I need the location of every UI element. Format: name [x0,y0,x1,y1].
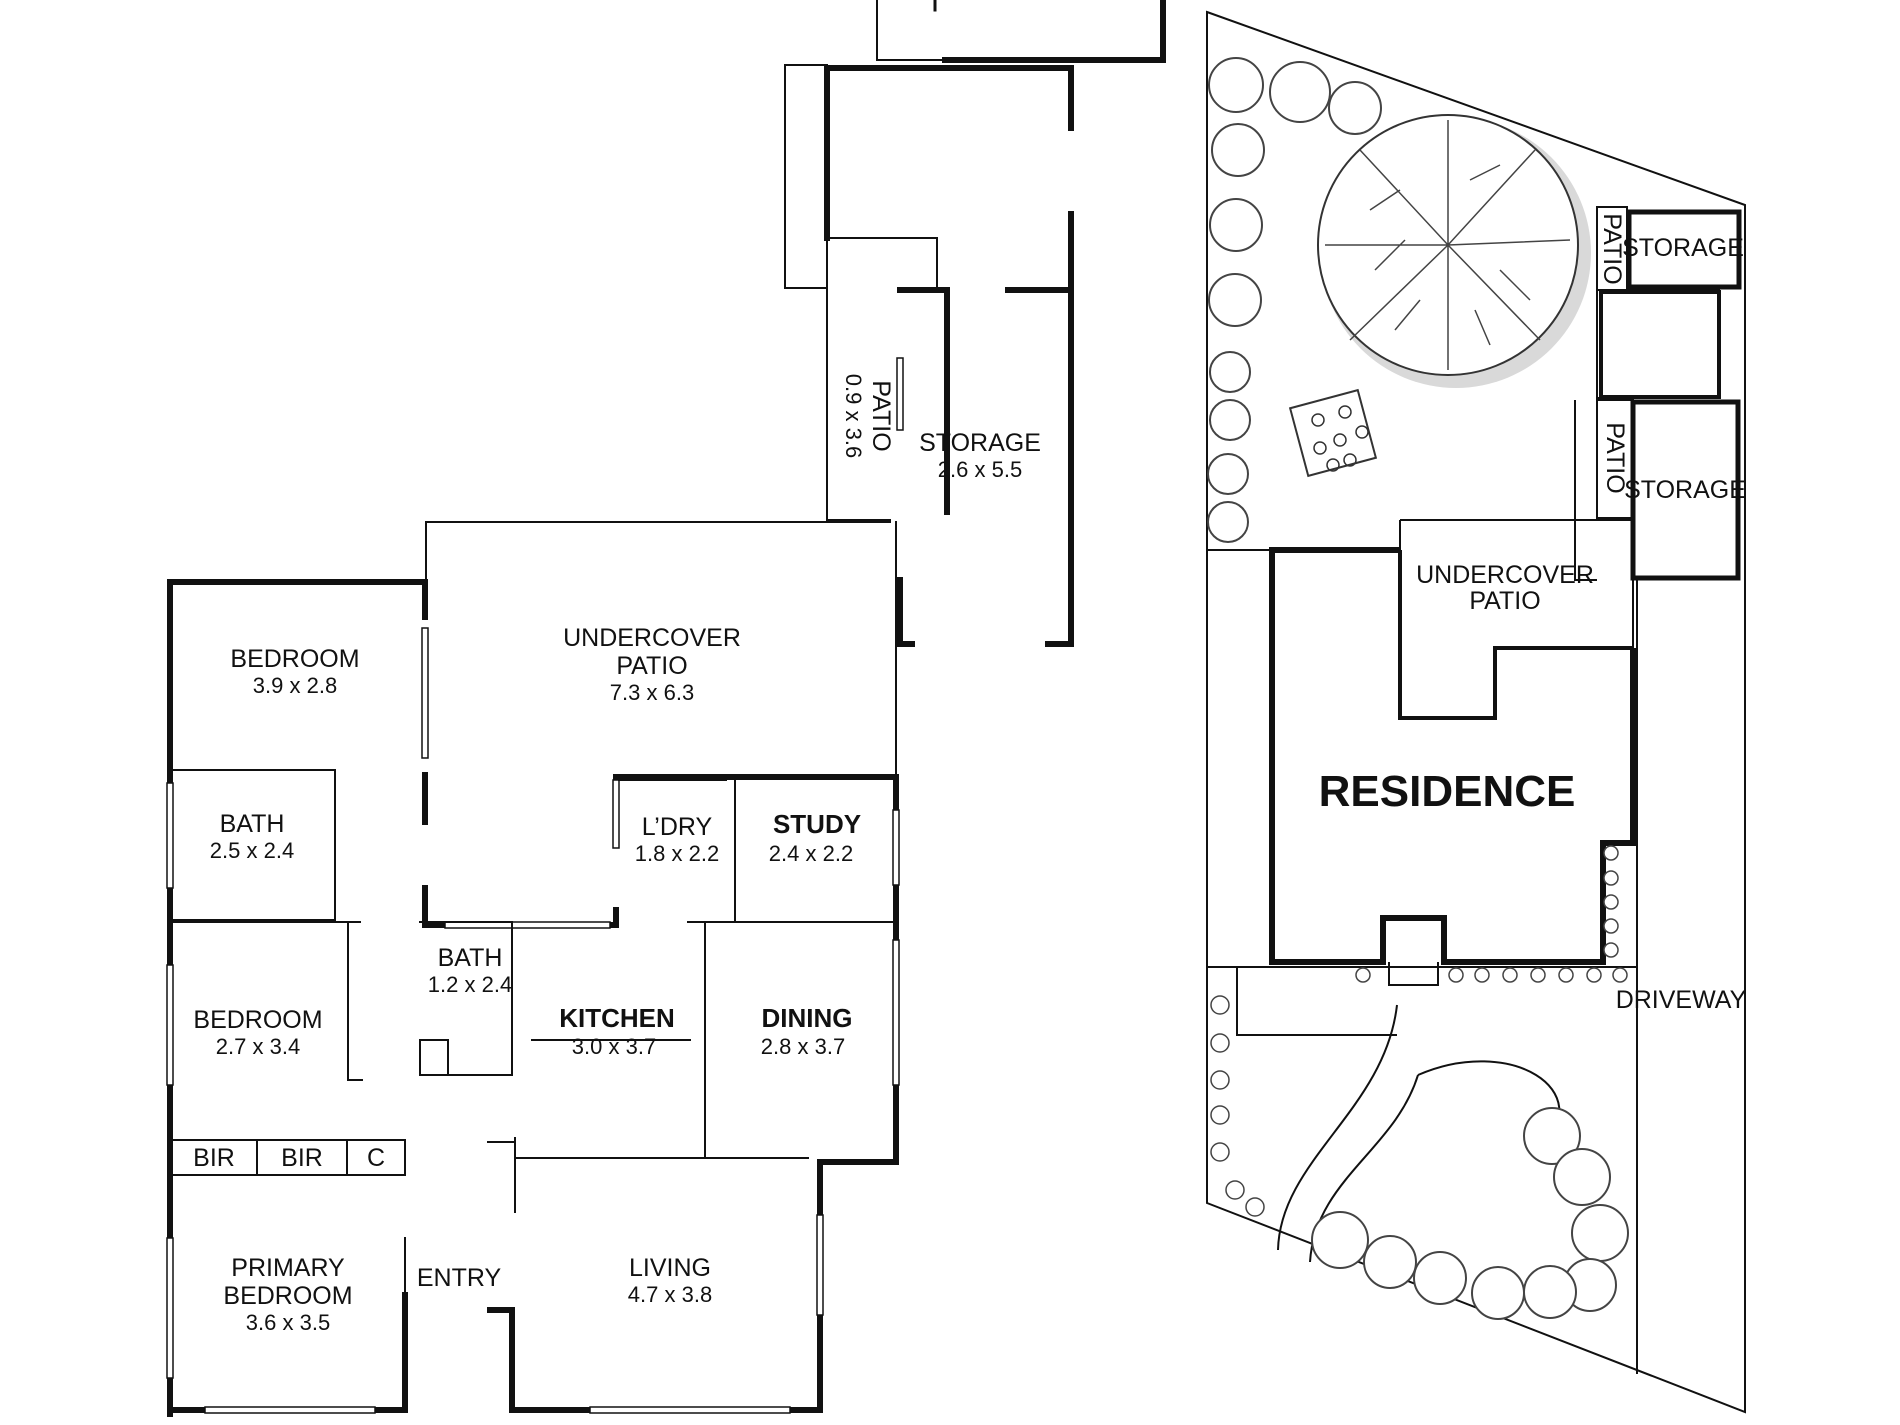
interior-walls [169,769,898,1313]
site-patio-bottom [1596,399,1634,519]
shrub-icon [1471,1266,1525,1320]
top-detached-structure [876,0,1166,63]
floor-plan: STORAGE 2.6 x 5.5 PATIO 0.9 x 3.6 UNDERC… [166,0,1166,1417]
dining-label: DINING [762,1003,853,1033]
bedroom2-label: BEDROOM [193,1006,322,1034]
shrub-icon [1209,399,1251,441]
flower-bed-icon [1288,388,1378,478]
site-patio-bottom-label: PATIO [1601,422,1629,493]
cupboard-label: C [367,1144,385,1172]
shrub-icon [1209,351,1251,393]
patio-side-label: PATIO [867,380,895,451]
bedroom2-dims: 2.7 x 3.4 [216,1034,300,1059]
shrub-icon [1553,1148,1611,1206]
bedroom1-label: BEDROOM [230,645,359,673]
site-patio-top [1596,206,1628,291]
residence-outline [1269,547,1636,965]
bir1-label: BIR [193,1144,235,1172]
study-label: STUDY [773,809,861,839]
kitchen-label: KITCHEN [559,1003,675,1033]
shrub-icon [1523,1107,1581,1165]
shrub-icon [1211,123,1265,177]
primary-bedroom-label-line2: BEDROOM [223,1282,352,1310]
shrub-icon [1311,1211,1369,1269]
shrub-icon [1363,1235,1417,1289]
site-labels: RESIDENCE UNDERCOVER PATIO STORAGE STORA… [1319,213,1747,1014]
site-plan: RESIDENCE UNDERCOVER PATIO STORAGE STORA… [1206,10,1747,1414]
shrub-icon [1207,453,1249,495]
site-undercover-label-line1: UNDERCOVER [1416,561,1594,589]
bath2-dims: 1.2 x 2.4 [428,972,512,997]
garden-trees [1311,1107,1629,1320]
storage-dims: 2.6 x 5.5 [938,457,1022,482]
bath2-label: BATH [438,944,503,972]
shrub-icon [1209,198,1263,252]
hedge-trees [1207,57,1382,543]
laundry-dims: 1.8 x 2.2 [635,841,719,866]
shrub-icon [1328,81,1382,135]
bath1-label: BATH [220,810,285,838]
site-storage-bottom-label: STORAGE [1624,476,1746,504]
shrub-icon [1208,273,1262,327]
site-undercover-label-line2: PATIO [1469,587,1540,615]
kitchen-dims: 3.0 x 3.7 [572,1034,656,1059]
site-storage-bottom [1630,399,1741,581]
dining-dims: 2.8 x 3.7 [761,1034,845,1059]
room-labels: STORAGE 2.6 x 5.5 PATIO 0.9 x 3.6 UNDERC… [193,374,1041,1335]
storage-building-walls [784,64,1074,647]
primary-bedroom-dims: 3.6 x 3.5 [246,1310,330,1335]
entry-label: ENTRY [417,1264,502,1292]
shrub-icon [1208,57,1264,113]
laundry-label: L’DRY [642,813,713,841]
living-dims: 4.7 x 3.8 [628,1282,712,1307]
shrub-icon [1269,61,1331,123]
undercover-patio-label-line2: PATIO [616,652,687,680]
house-walls [166,521,900,1417]
residence-label: RESIDENCE [1319,767,1576,816]
undercover-patio-label-line1: UNDERCOVER [563,624,741,652]
shrub-icon [1207,501,1249,543]
driveway-label: DRIVEWAY [1616,986,1747,1014]
shrub-icon [1571,1204,1629,1262]
shrub-icon [1523,1265,1577,1319]
bir2-label: BIR [281,1144,323,1172]
storage-label: STORAGE [919,429,1041,457]
study-dims: 2.4 x 2.2 [769,841,853,866]
lot-boundary [1206,10,1746,1414]
small-shrubs [1210,845,1628,1217]
large-tree-icon [1317,114,1591,388]
bedroom1-dims: 3.9 x 2.8 [253,673,337,698]
site-patio-top-label: PATIO [1598,213,1626,284]
patio-side-dims: 0.9 x 3.6 [841,374,866,458]
living-label: LIVING [629,1254,711,1282]
bath1-dims: 2.5 x 2.4 [210,838,294,863]
site-storage-top [1626,209,1742,290]
undercover-patio-dims: 7.3 x 6.3 [610,680,694,705]
primary-bedroom-label-line1: PRIMARY [231,1254,345,1282]
site-storage-top-label: STORAGE [1622,234,1744,262]
shrub-icon [1413,1251,1467,1305]
